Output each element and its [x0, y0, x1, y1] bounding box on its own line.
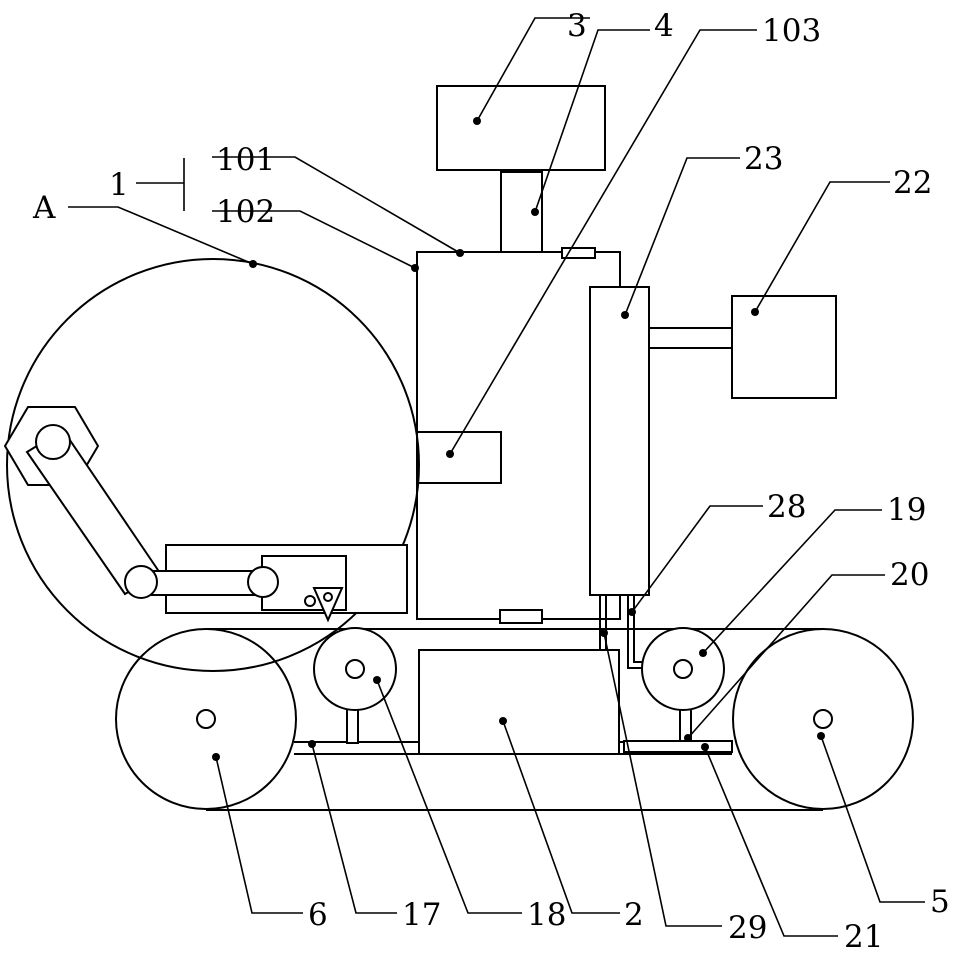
label-101: 101 [216, 142, 275, 178]
label-a: A [32, 190, 56, 226]
tension-wheel-right [642, 628, 724, 743]
label-19: 19 [887, 492, 926, 528]
track-wheel-left [116, 629, 296, 809]
tension-wheel-left [314, 628, 396, 743]
label-2: 2 [624, 897, 644, 933]
label-5: 5 [930, 884, 950, 920]
label-29: 29 [728, 910, 767, 946]
label-17: 17 [402, 897, 441, 933]
label-102: 102 [216, 194, 275, 230]
label-18: 18 [527, 897, 566, 933]
label-23: 23 [744, 141, 783, 177]
channel-plate [624, 741, 732, 752]
label-21: 21 [844, 919, 883, 954]
label-4: 4 [654, 8, 674, 44]
label-22: 22 [893, 165, 932, 201]
side-connector [649, 328, 733, 348]
arm-assembly [5, 407, 407, 620]
lower-box [419, 650, 619, 754]
side-box [732, 296, 836, 398]
label-20: 20 [890, 557, 929, 593]
label-6: 6 [308, 897, 328, 933]
label-3: 3 [567, 8, 587, 44]
label-28: 28 [767, 489, 806, 525]
side-tank [590, 287, 649, 595]
top-box [437, 86, 605, 170]
label-103: 103 [762, 13, 821, 49]
label-1: 1 [109, 167, 129, 203]
